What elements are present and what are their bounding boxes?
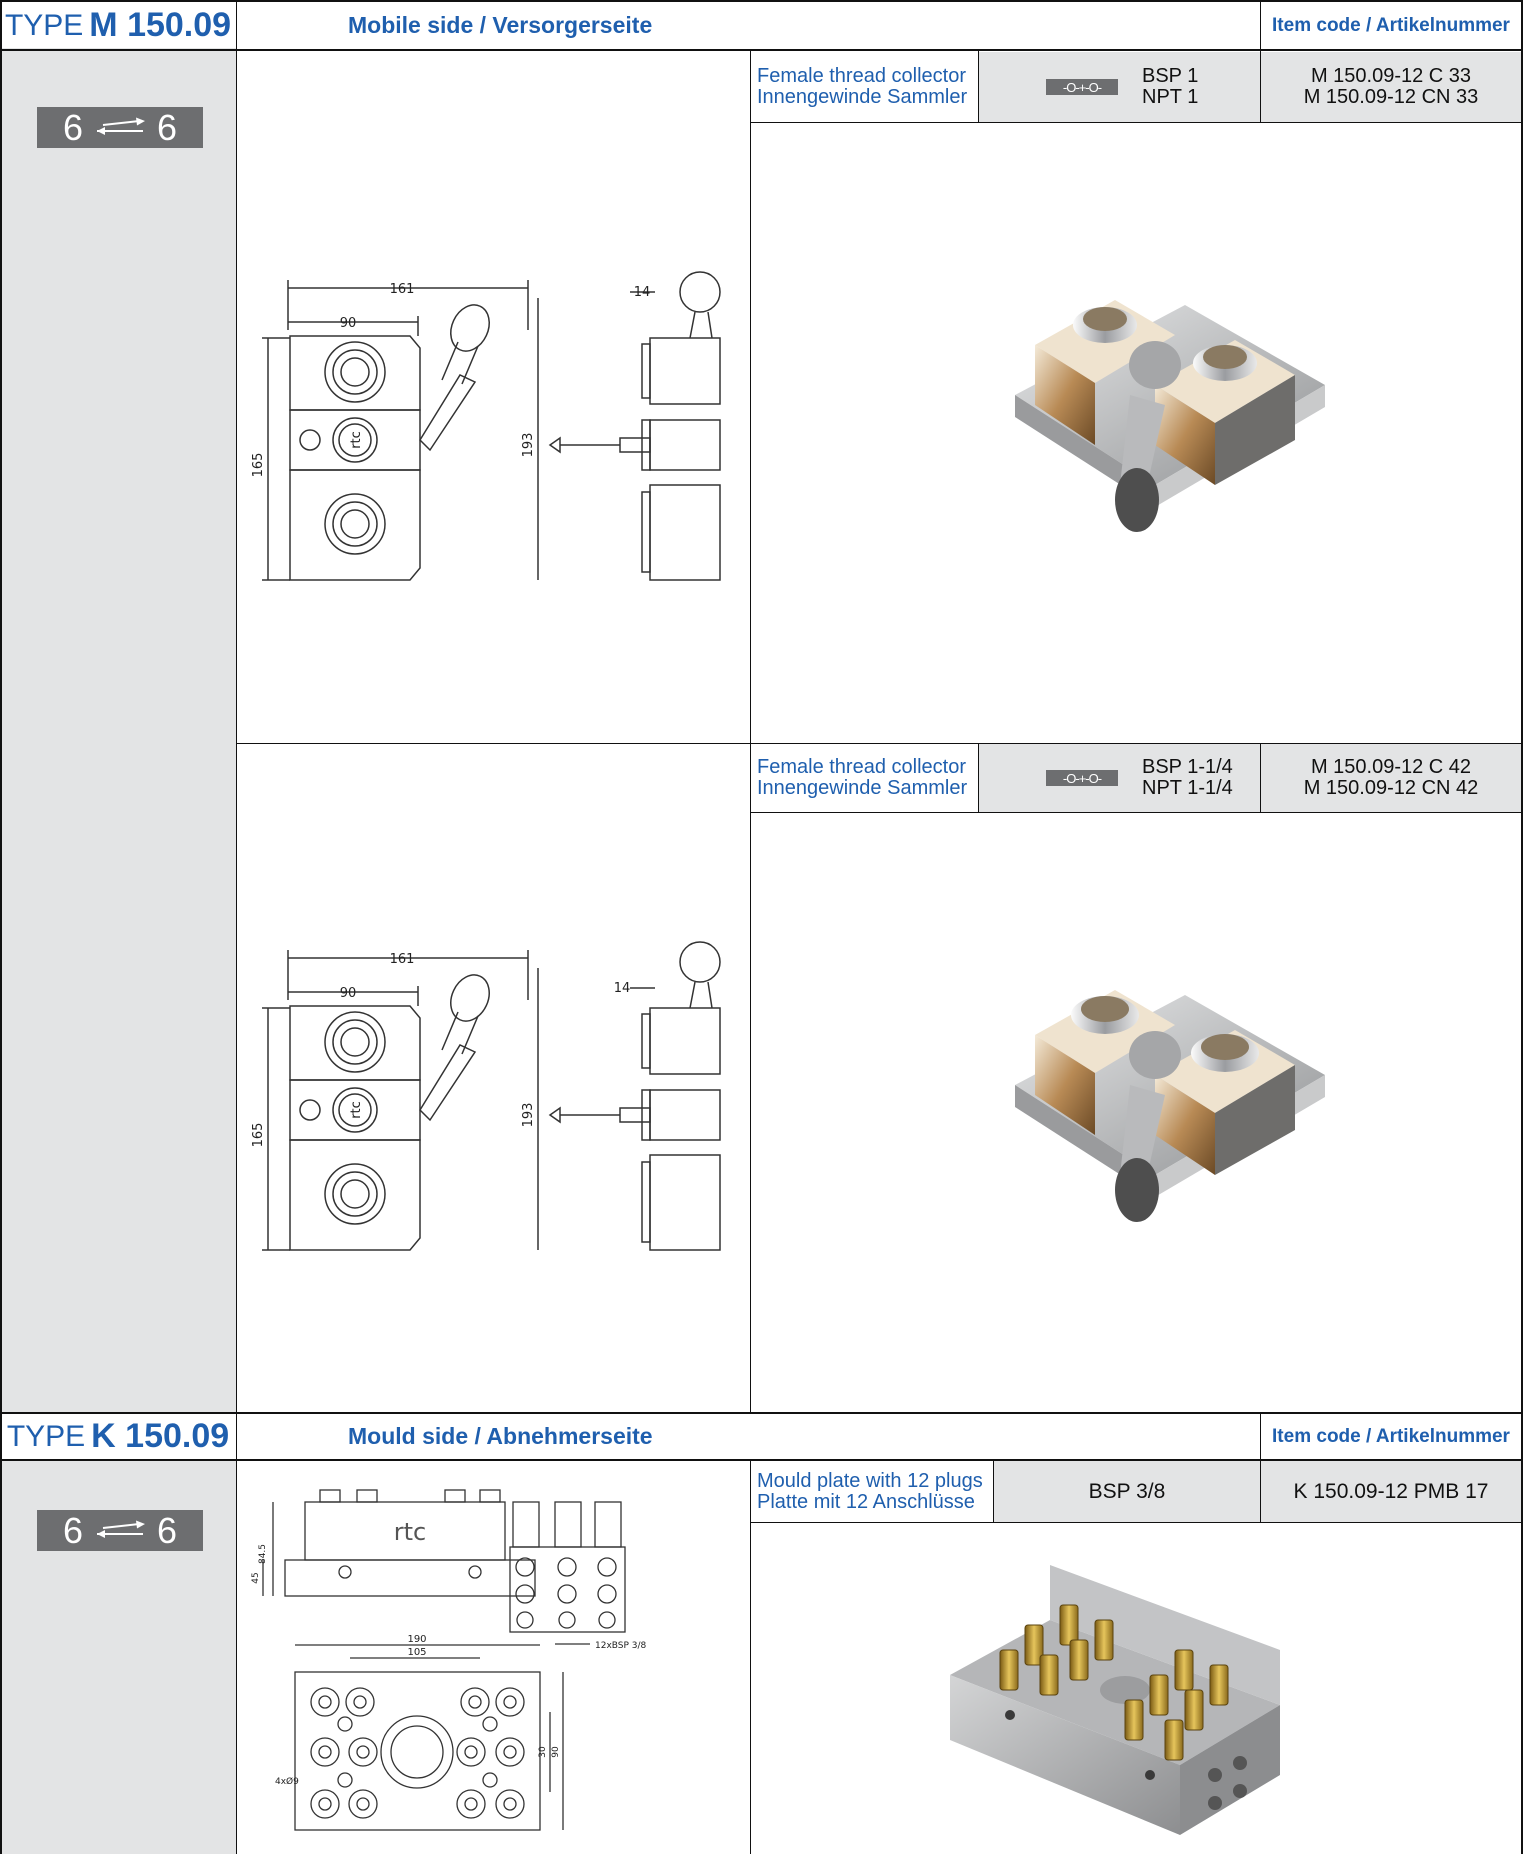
type-label-m: TYPE M 150.09 [0, 2, 236, 49]
drawing-logo: rtc [349, 1101, 364, 1119]
technical-drawing-k: 84.5 45 190 105 30 90 4xØ9 12xBSP 3/8 rt… [251, 1489, 647, 1831]
dim-193: 193 [521, 433, 536, 458]
technical-drawing-m-2: 161 90 165 193 14 rtc [251, 941, 721, 1251]
mould-plate-render [950, 1565, 1280, 1835]
thread-size-2: BSP 1-1/4 NPT 1-1/4 [1142, 756, 1233, 799]
manifold-render-2 [1015, 990, 1325, 1222]
spec-row-1-code-bg [1260, 52, 1523, 122]
dim-14: 14 [634, 285, 651, 300]
spec-row-k-code-bg [1260, 1461, 1523, 1522]
type-prefix: TYPE [6, 1419, 86, 1453]
product-description-k: Mould plate with 12 plugs Platte mit 12 … [757, 1469, 983, 1513]
plugs-label: 12xBSP 3/8 [595, 1641, 647, 1651]
type-prefix: TYPE [4, 8, 84, 42]
coupling-icon: -O-+-O- [1046, 79, 1118, 95]
spec-row-1-bg [978, 52, 1260, 122]
dim-90: 90 [340, 316, 357, 331]
item-code-2: M 150.09-12 C 42 M 150.09-12 CN 42 [1303, 756, 1479, 799]
arrow-exchange-icon [97, 1520, 145, 1538]
dim-105: 105 [407, 1647, 426, 1658]
dim-165: 165 [251, 453, 266, 478]
hole-label: 4xØ9 [275, 1776, 299, 1787]
type-number: M 150.09 [89, 6, 232, 44]
drawing-logo: rtc [349, 431, 364, 449]
connection-badge: 6 6 [37, 107, 203, 148]
dim-45: 45 [251, 1572, 261, 1583]
thread-size-k: BSP 3/8 [1088, 1479, 1166, 1503]
item-code-1: M 150.09-12 C 33 M 150.09-12 CN 33 [1303, 65, 1479, 108]
type-number: K 150.09 [91, 1417, 230, 1455]
spec-row-2-code-bg [1260, 744, 1523, 812]
dim-90: 90 [340, 986, 357, 1001]
dim-14: 14 [614, 981, 631, 996]
left-column-top [0, 48, 237, 1413]
coupling-icon: -O-+-O- [1046, 770, 1118, 786]
dim-30: 30 [538, 1746, 548, 1758]
thread-size-1: BSP 1 NPT 1 [1142, 65, 1199, 108]
technical-drawing-m-1: 161 90 165 193 14 rtc [251, 271, 721, 581]
item-code-k: K 150.09-12 PMB 17 [1293, 1479, 1489, 1503]
dim-161: 161 [390, 282, 415, 297]
spec-row-k-thread-bg [993, 1461, 1260, 1522]
dim-90: 90 [551, 1746, 561, 1758]
drawing-logo: rtc [394, 1518, 426, 1546]
section-title-mobile: Mobile side / Versorgerseite [348, 12, 653, 38]
dim-190: 190 [407, 1634, 426, 1645]
section-title-mould: Mould side / Abnehmerseite [348, 1423, 653, 1449]
product-description-2: Female thread collector Innengewinde Sam… [757, 756, 968, 799]
product-description-1: Female thread collector Innengewinde Sam… [757, 65, 968, 108]
type-label-k: TYPE K 150.09 [0, 1414, 236, 1459]
dim-165: 165 [251, 1123, 266, 1148]
arrow-exchange-icon [97, 117, 145, 135]
manifold-render-1 [1015, 300, 1325, 532]
dim-161: 161 [390, 952, 415, 967]
spec-row-2-bg [978, 744, 1260, 812]
item-code-header: Item code / Artikelnummer [1272, 1425, 1510, 1447]
dim-193: 193 [521, 1103, 536, 1128]
dim-84-5: 84.5 [258, 1544, 268, 1564]
connection-badge: 6 6 [37, 1510, 203, 1551]
item-code-header: Item code / Artikelnummer [1272, 14, 1510, 36]
